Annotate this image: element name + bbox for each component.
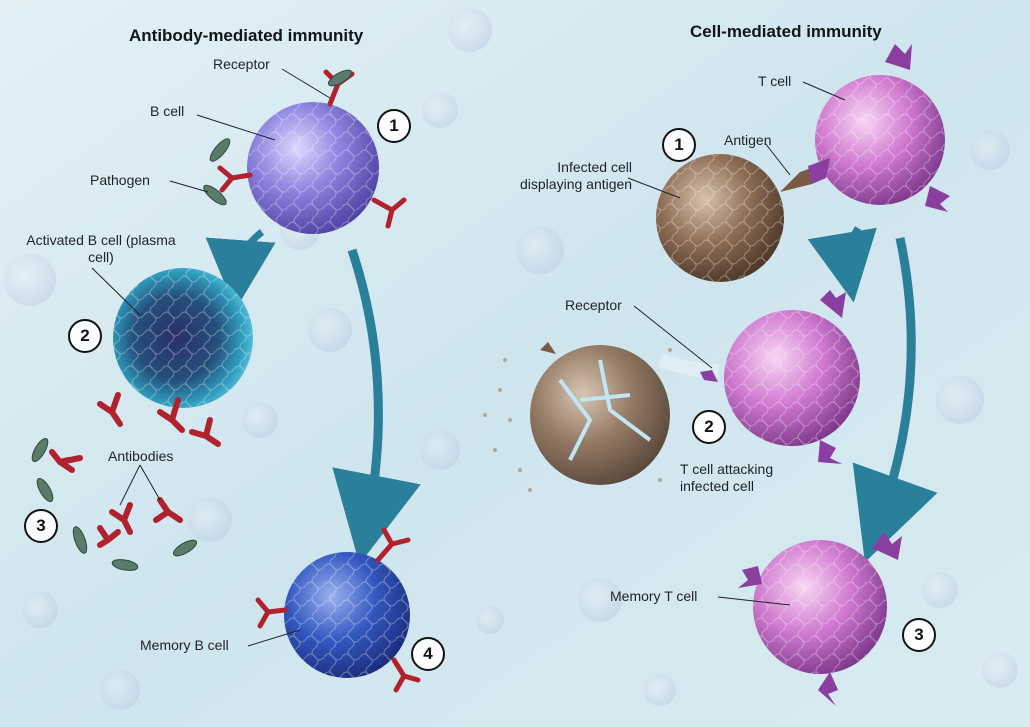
t-cell — [815, 75, 945, 205]
label-antibodies: Antibodies — [108, 448, 173, 465]
label-receptor-left: Receptor — [213, 56, 270, 73]
label-antigen: Antigen — [724, 132, 771, 149]
label-activated-b-cell: Activated B cell (plasma cell) — [6, 232, 196, 266]
cell-panel-title: Cell-mediated immunity — [690, 22, 882, 42]
plasma-cell — [113, 268, 253, 408]
t-cell-attacking — [724, 310, 860, 446]
label-memory-b-cell: Memory B cell — [140, 637, 229, 654]
label-activated-b-cell-line1: Activated B cell (plasma — [6, 232, 196, 249]
label-t-cell-attacking-line2: infected cell — [680, 478, 773, 495]
label-t-cell-attacking-line1: T cell attacking — [680, 461, 773, 478]
label-infected-cell: Infected cell displaying antigen — [520, 159, 632, 193]
infected-cell — [656, 154, 784, 282]
step-4-antibody: 4 — [411, 637, 445, 671]
b-cell — [247, 102, 379, 234]
label-receptor-right: Receptor — [565, 297, 622, 314]
step-1-cell: 1 — [662, 128, 696, 162]
step-1-antibody: 1 — [377, 109, 411, 143]
label-pathogen: Pathogen — [90, 172, 150, 189]
step-3-antibody: 3 — [24, 509, 58, 543]
step-2-antibody: 2 — [68, 319, 102, 353]
step-3-cell: 3 — [902, 618, 936, 652]
label-t-cell: T cell — [758, 73, 791, 90]
label-infected-cell-line2: displaying antigen — [520, 176, 632, 193]
memory-b-cell — [284, 552, 410, 678]
label-activated-b-cell-line2: cell) — [6, 249, 196, 266]
label-t-cell-attacking: T cell attacking infected cell — [680, 461, 773, 495]
label-memory-t-cell: Memory T cell — [610, 588, 697, 605]
memory-t-cell — [753, 540, 887, 674]
label-infected-cell-line1: Infected cell — [520, 159, 632, 176]
step-2-cell: 2 — [692, 410, 726, 444]
label-b-cell: B cell — [150, 103, 184, 120]
antibody-panel-title: Antibody-mediated immunity — [129, 26, 363, 46]
